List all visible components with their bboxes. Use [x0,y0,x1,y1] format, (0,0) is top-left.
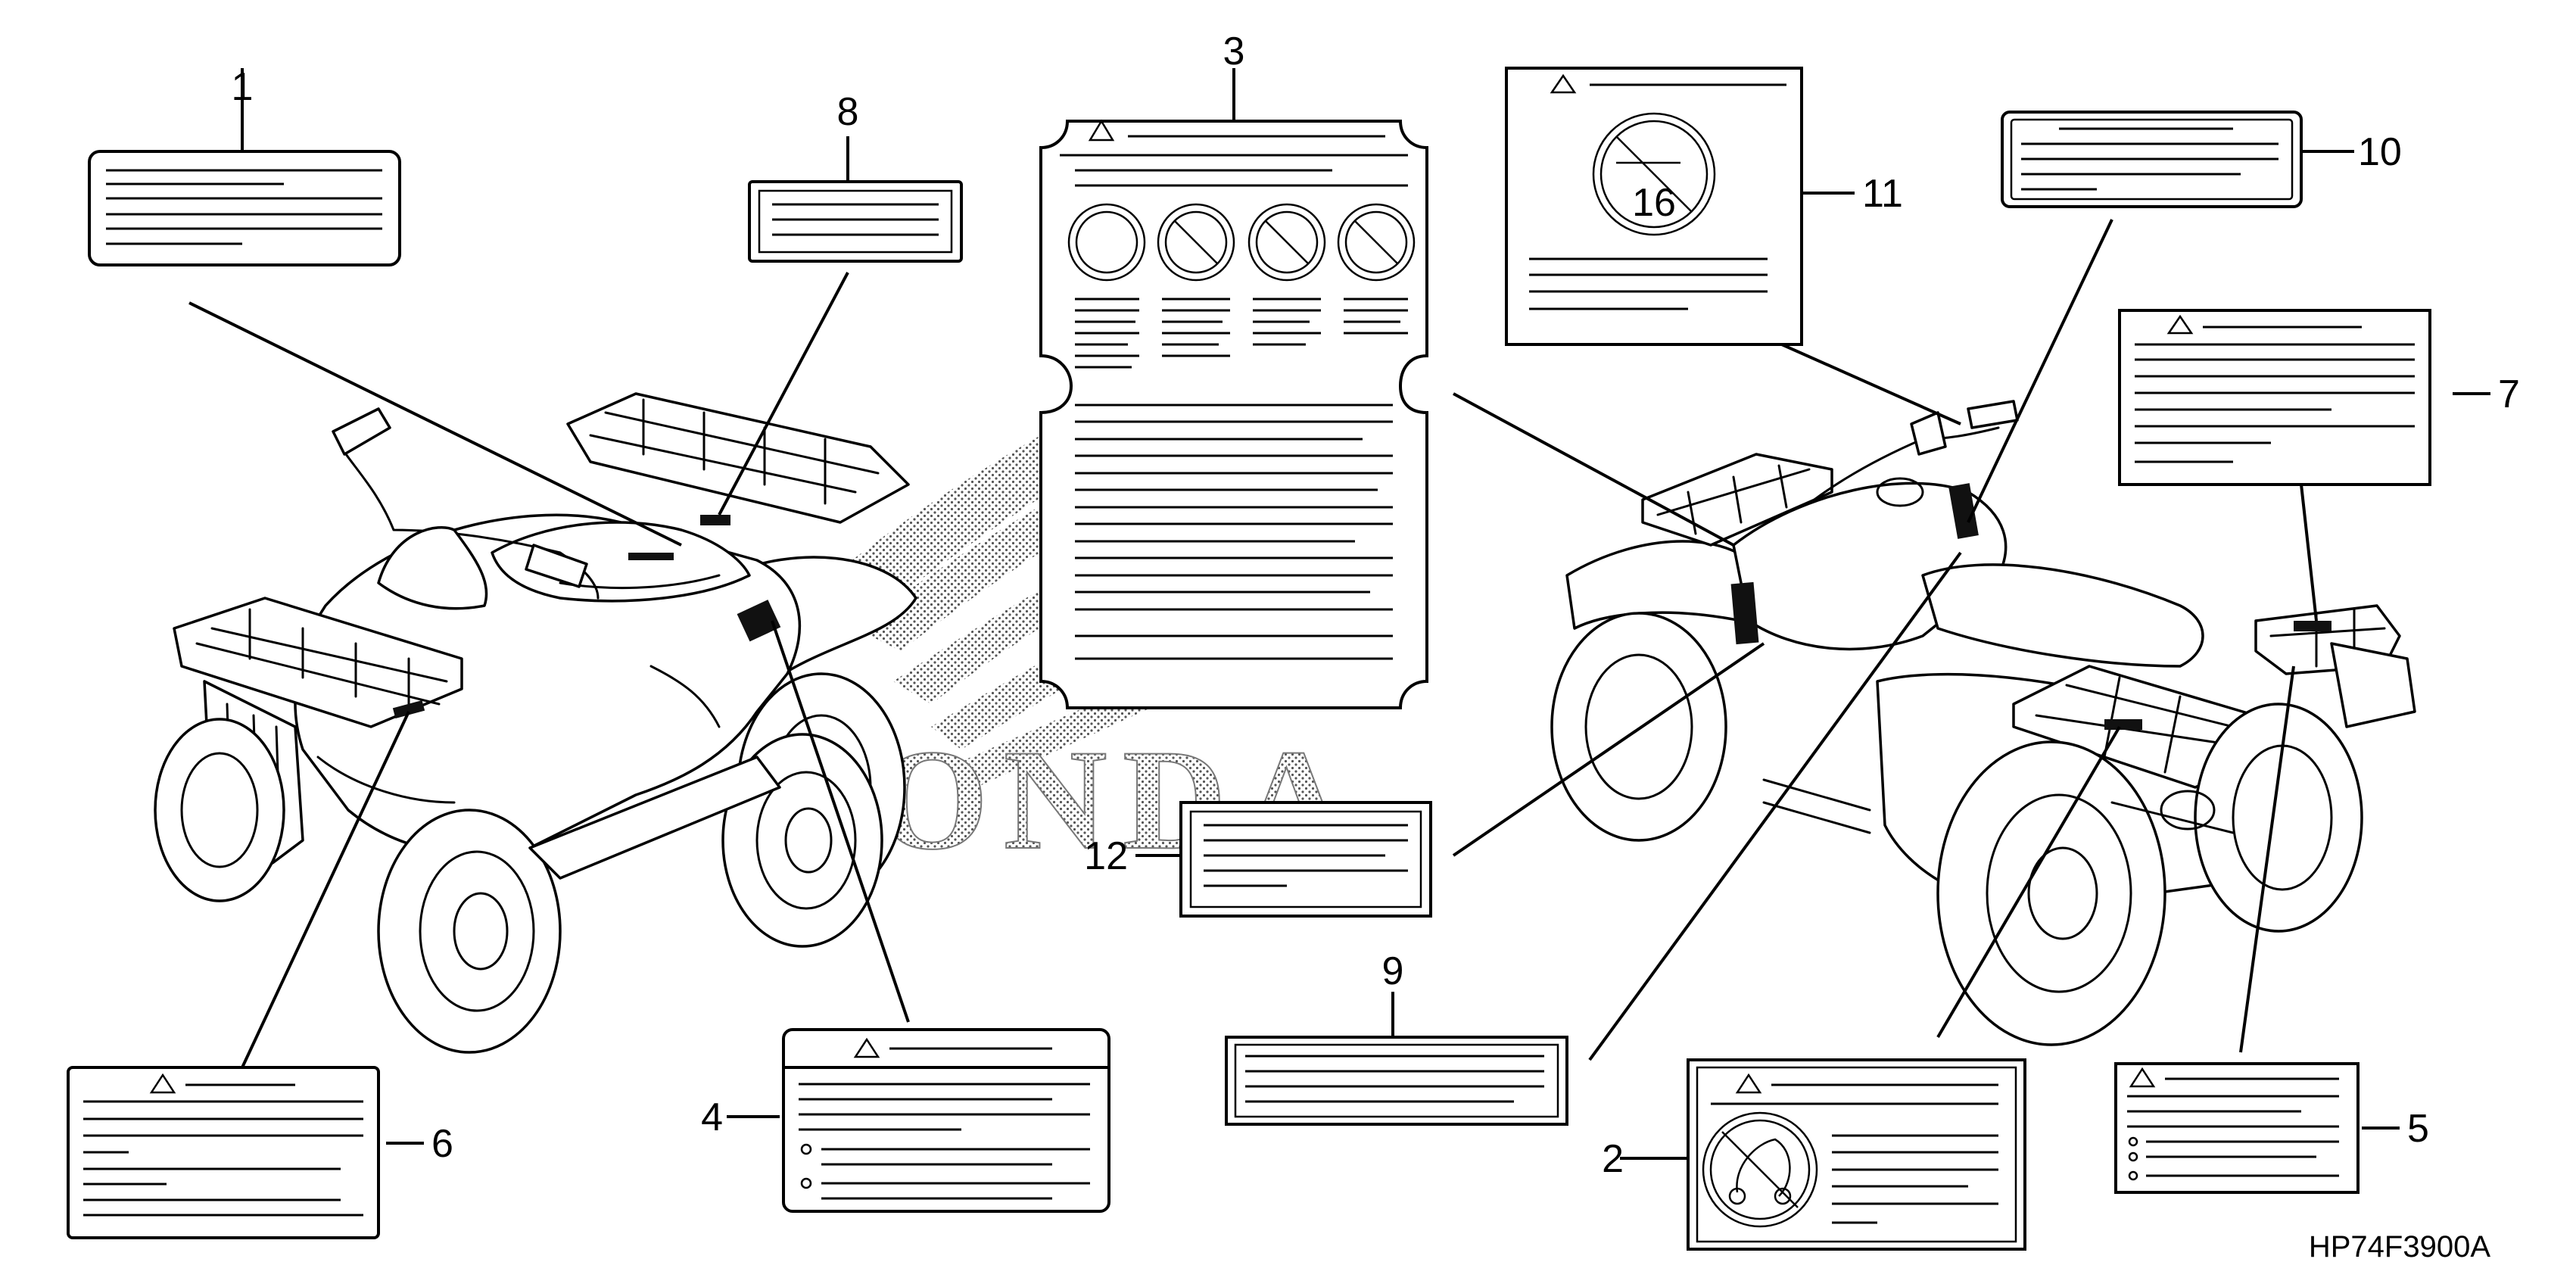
bullet-icon [800,1177,812,1189]
no-symbol-icon [1337,203,1416,282]
label-9 [1225,1036,1568,1126]
circle-icon [1067,203,1146,282]
warning-triangle-icon [1550,73,1577,94]
warning-triangle-icon [149,1073,176,1094]
callout-number: 3 [1223,30,1245,73]
age-limit-text: 16 [1632,181,1676,225]
no-symbol-icon: 16 [1592,112,1716,236]
warning-triangle-icon [1735,1073,1762,1094]
atv-front-view [154,392,917,1054]
callout-number: 7 [2498,372,2520,416]
label-7 [2118,309,2431,486]
callout-number: 5 [2407,1107,2429,1151]
callout-number: 12 [1084,834,1128,878]
callout-number: 6 [431,1122,453,1166]
bullet-icon [2128,1151,2138,1162]
atv-rear-view [1550,400,2416,1046]
label-4 [782,1028,1110,1213]
warning-triangle-icon [2166,314,2194,335]
label-2 [1687,1058,2026,1251]
label-10 [2001,111,2303,208]
label-5 [2114,1062,2360,1194]
callout-number: 11 [1862,172,1903,216]
bullet-icon [2128,1136,2138,1147]
bullet-icon [800,1143,812,1155]
callout-number: 8 [837,90,859,134]
diagram-code: HP74F3900A [2309,1230,2490,1264]
bullet-icon [2128,1170,2138,1181]
label-12 [1179,801,1432,918]
label-11: 16 [1505,67,1803,346]
warning-triangle-icon [1088,119,1115,142]
label-6 [67,1066,380,1239]
callout-number: 2 [1602,1137,1624,1181]
callout-number: 10 [2358,130,2402,174]
warning-triangle-icon [2129,1067,2156,1088]
label-8 [748,180,963,263]
callout-number: 4 [701,1095,723,1139]
no-symbol-icon [1248,203,1326,282]
label-3 [1039,119,1428,709]
warning-triangle-icon [853,1037,880,1058]
callout-number: 1 [232,65,254,109]
callout-numbers: 1 2 3 4 5 6 7 8 9 10 11 12 [232,30,2520,1181]
no-symbol-icon [1702,1111,1818,1228]
no-symbol-icon [1157,203,1235,282]
leader-lines [188,68,2490,1160]
callout-number: 9 [1382,949,1404,993]
label-1 [88,150,401,266]
